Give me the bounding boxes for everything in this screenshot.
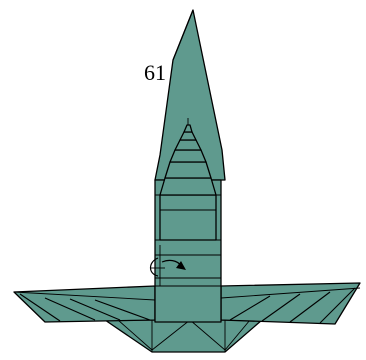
right-wing <box>221 283 360 324</box>
base-pleats <box>105 320 262 352</box>
left-wing <box>14 286 155 322</box>
